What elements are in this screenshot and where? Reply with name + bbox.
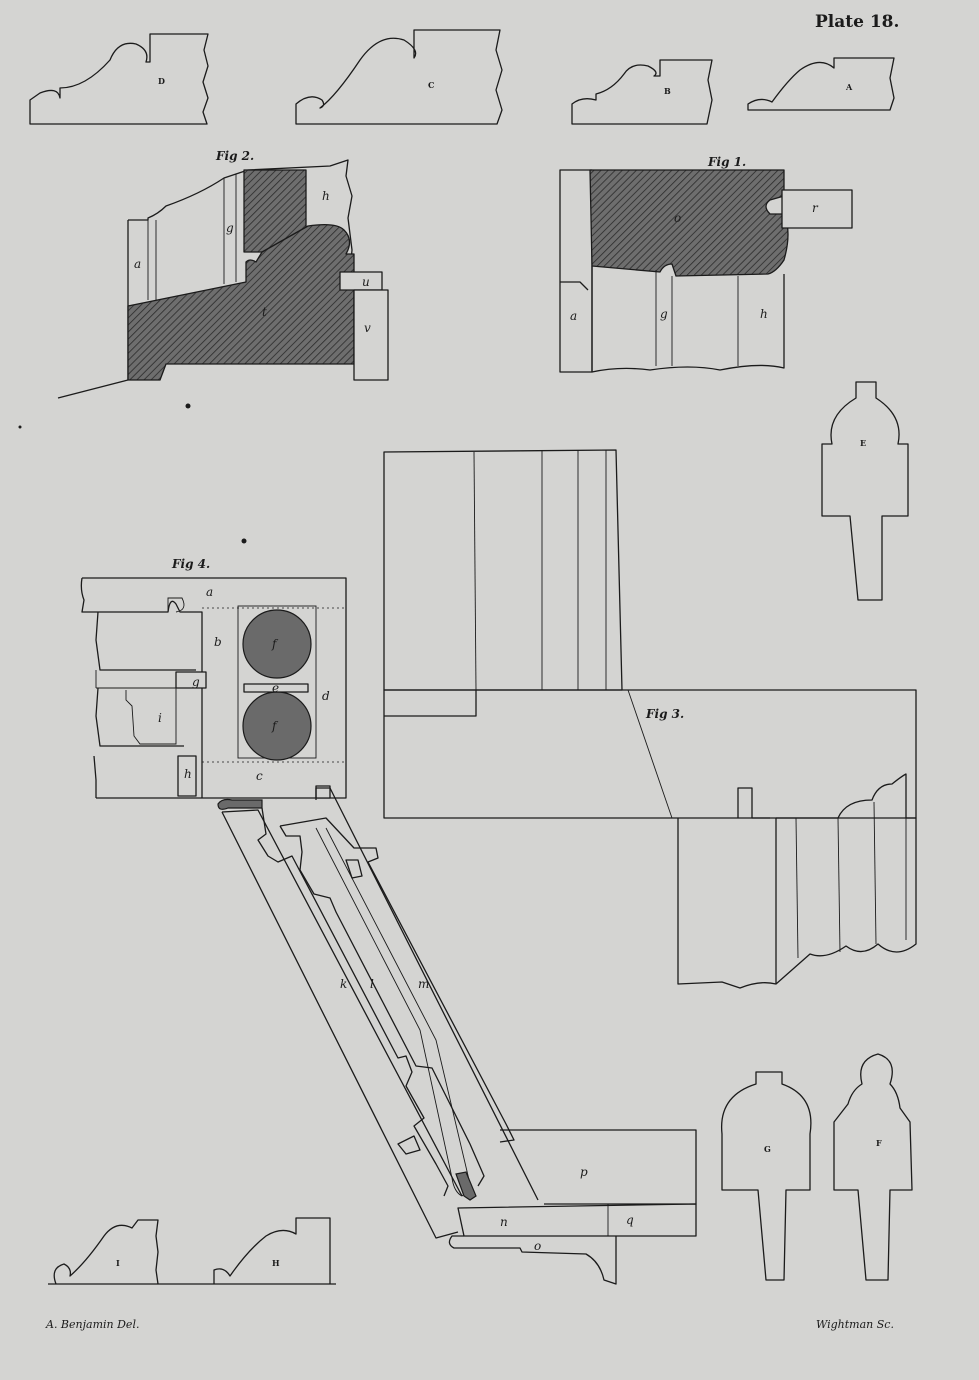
- moulding-d: D: [29, 33, 209, 125]
- fig4-label-p: p: [580, 1165, 588, 1179]
- moulding-i-h: I H: [48, 1217, 336, 1285]
- moulding-label-i: I: [116, 1258, 120, 1268]
- fig1-label-a: a: [570, 309, 577, 323]
- fig2-label-v: v: [364, 321, 371, 335]
- fig4-label-d: d: [322, 689, 330, 703]
- credit-draftsman: A. Benjamin Del.: [45, 1318, 139, 1331]
- moulding-label-f: F: [876, 1138, 882, 1148]
- moulding-a: A: [747, 57, 895, 111]
- fig3: Fig 3.: [383, 449, 917, 989]
- fig1: Fig 1. o r a g h: [559, 155, 853, 373]
- moulding-e: E: [821, 381, 909, 601]
- fig4-label-o: o: [534, 1239, 541, 1253]
- fig4-label-n: n: [500, 1215, 508, 1229]
- moulding-g: G: [720, 1071, 812, 1281]
- fig4-label-b: b: [214, 635, 222, 649]
- fig4-label-l: l: [370, 977, 374, 991]
- fig4-label-f1: f: [271, 637, 279, 651]
- fig2-label-u: u: [362, 275, 370, 289]
- fig4-label-i: i: [158, 711, 162, 725]
- fig2: Fig 2. h a g t u v: [57, 149, 389, 399]
- moulding-f: F: [833, 1053, 913, 1281]
- moulding-label-g: G: [764, 1144, 771, 1154]
- fig1-caption: Fig 1.: [707, 155, 746, 169]
- fig1-label-r: r: [812, 201, 819, 215]
- moulding-label-d: D: [158, 76, 165, 86]
- fig4-label-f2: f: [271, 719, 279, 733]
- fig2-label-a: a: [134, 257, 141, 271]
- moulding-label-c: C: [428, 80, 434, 90]
- fig4-caption: Fig 4.: [171, 557, 210, 571]
- fig4-label-a: a: [206, 585, 213, 599]
- fig4-label-e: e: [272, 681, 279, 695]
- fig4-label-k: k: [340, 977, 347, 991]
- fig4-label-m: m: [418, 977, 429, 991]
- plate-title: Plate 18.: [815, 12, 899, 32]
- fig4-label-g: g: [192, 675, 200, 689]
- moulding-label-b: B: [664, 86, 671, 96]
- credit-engraver: Wightman Sc.: [816, 1318, 894, 1331]
- fig1-label-o: o: [674, 211, 681, 225]
- moulding-label-a: A: [845, 82, 853, 92]
- fig2-label-t: t: [262, 305, 267, 319]
- moulding-label-h: H: [272, 1258, 280, 1268]
- fig2-label-h: h: [322, 189, 330, 203]
- fig4-label-c: c: [256, 769, 263, 783]
- fig4-label-h: h: [184, 767, 192, 781]
- moulding-c: C: [295, 29, 503, 125]
- moulding-label-e: E: [860, 438, 866, 448]
- moulding-b: B: [571, 59, 713, 125]
- fig2-caption: Fig 2.: [215, 149, 254, 163]
- fig2-label-g: g: [226, 221, 234, 235]
- fig1-label-h: h: [760, 307, 768, 321]
- fig4-label-q: q: [626, 1213, 634, 1227]
- fig1-label-g: g: [660, 307, 668, 321]
- fig3-caption: Fig 3.: [645, 707, 684, 721]
- fig4: Fig 4. a b f e f d g i h c: [80, 557, 697, 1285]
